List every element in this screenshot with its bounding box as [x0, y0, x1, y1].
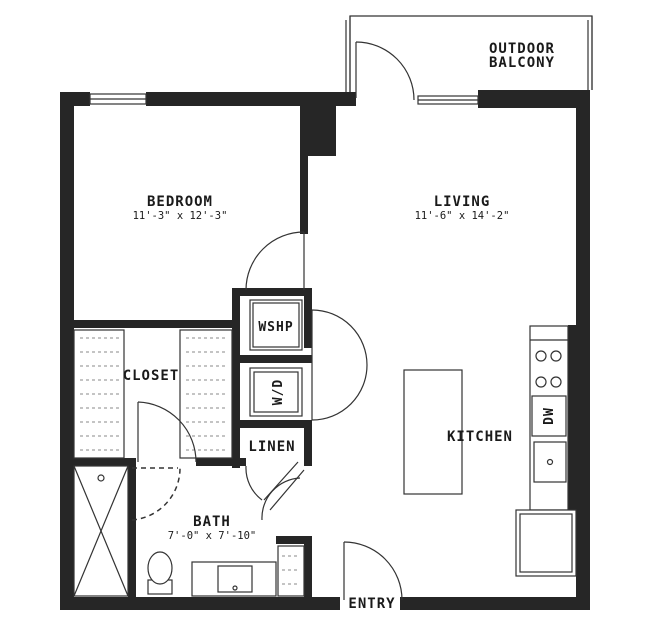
- wshp-label: WSHP: [258, 320, 293, 335]
- exterior-walls: [60, 90, 590, 610]
- kitchen-label: KITCHEN: [447, 429, 513, 445]
- entry-label: ENTRY: [348, 596, 395, 612]
- bedroom-label: BEDROOM: [147, 194, 213, 210]
- linen-label: LINEN: [248, 439, 295, 455]
- kitchen-counter: [529, 325, 569, 511]
- washer-dryer-label: W/D: [271, 379, 286, 405]
- living-dimensions: 11'-6" x 14'-2": [415, 210, 510, 222]
- bath-door: [131, 467, 181, 521]
- wshp-door: [311, 309, 368, 421]
- wshp-unit: [249, 299, 303, 351]
- entry-closet: [277, 545, 305, 597]
- closet-shelving: [73, 329, 233, 459]
- bedroom-door: [245, 231, 305, 291]
- bath-dimensions: 7'-0" x 7'-10": [168, 530, 257, 542]
- interior-walls: [60, 104, 312, 606]
- balcony-label-line2: BALCONY: [489, 55, 555, 71]
- shower: [73, 465, 129, 597]
- balcony-label-line1: OUTDOOR: [489, 41, 555, 57]
- kitchen-island: [403, 369, 463, 495]
- closet-label: CLOSET: [123, 368, 180, 384]
- refrigerator: [515, 509, 577, 577]
- bath-vanity: [191, 561, 277, 597]
- balcony-outline: [345, 15, 593, 92]
- washer-dryer: [249, 367, 303, 417]
- bath-label: BATH: [193, 514, 231, 530]
- closet-door: [137, 401, 197, 463]
- bedroom-dimensions: 11'-3" x 12'-3": [133, 210, 228, 222]
- entry-door: [343, 541, 403, 601]
- dishwasher-label: DW: [542, 407, 557, 425]
- window-bedroom: [89, 93, 147, 105]
- living-label: LIVING: [434, 194, 491, 210]
- toilet: [147, 551, 173, 595]
- balcony-door: [355, 41, 415, 101]
- linen-doors: [245, 461, 305, 521]
- window-living: [417, 95, 479, 105]
